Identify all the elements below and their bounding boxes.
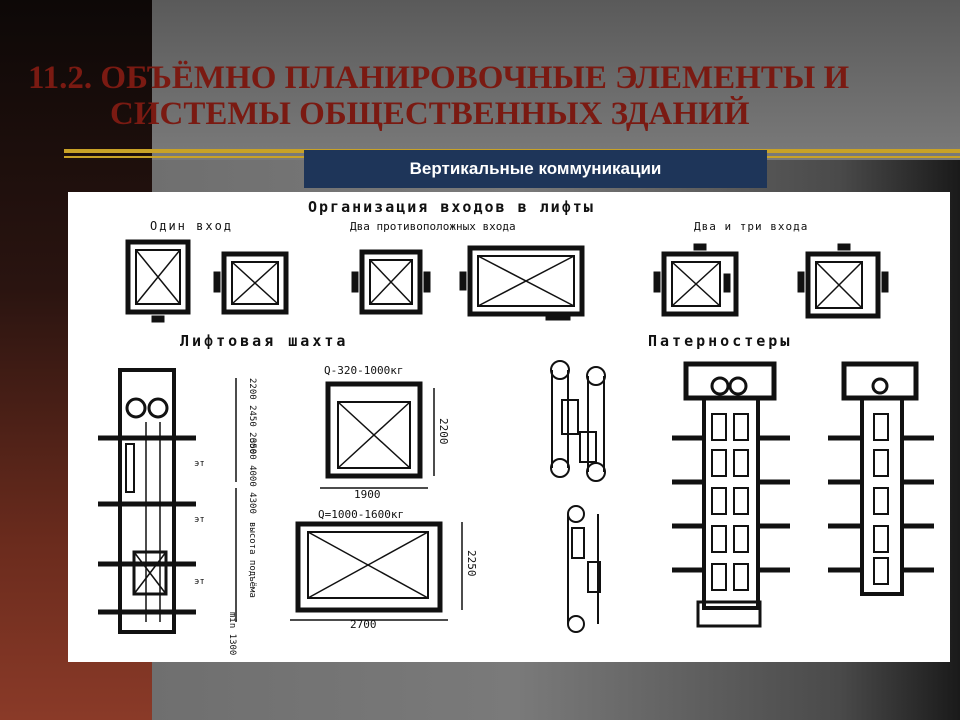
label-load-big: Q=1000-1600кг	[318, 508, 404, 521]
floor-mark-1: эт	[194, 459, 205, 469]
dim-2200: 2200	[437, 418, 450, 445]
dim-lift-height: высота подъёма	[247, 522, 257, 598]
dim-vertical-mid: 3500 4000 4300	[247, 438, 257, 514]
elevator-diagram: Организация входов в лифты Один вход Два…	[98, 198, 934, 655]
diagram-panel: Организация входов в лифты Один вход Два…	[68, 192, 950, 662]
dim-2250: 2250	[465, 550, 478, 577]
car-plan-big	[290, 521, 463, 621]
label-load-small: Q-320-1000кг	[324, 364, 403, 377]
paternoster-a	[672, 361, 790, 628]
label-shaft: Лифтовая шахта	[180, 332, 348, 350]
slide-title-line2: СИСТЕМЫ ОБЩЕСТВЕННЫХ ЗДАНИЙ	[110, 96, 750, 132]
paternoster-b	[828, 361, 934, 596]
plan-one-entry-b	[213, 251, 289, 315]
background-top	[152, 0, 960, 160]
shaft-section	[98, 368, 196, 634]
dim-min: min 1300	[227, 612, 237, 655]
heading-entries: Организация входов в лифты	[308, 198, 595, 216]
floor-mark-2: эт	[194, 515, 205, 525]
slide-title-line1: 11.2. ОБЪЁМНО ПЛАНИРОВОЧНЫЕ ЭЛЕМЕНТЫ И	[28, 60, 850, 96]
plan-one-entry-a	[125, 239, 191, 323]
dim-1900: 1900	[354, 488, 381, 501]
floor-mark-3: эт	[194, 577, 205, 587]
dim-vertical-top: 2200 2450 2600	[247, 378, 257, 454]
label-two-three: Два и три входа	[694, 220, 808, 233]
label-paternoster: Патерностеры	[648, 332, 792, 350]
plan-two-three-b	[797, 243, 889, 319]
paternoster-chain-a	[550, 360, 606, 482]
label-two-opposite: Два противоположных входа	[350, 220, 516, 233]
plan-two-opposite-a	[351, 249, 431, 315]
dim-2700: 2700	[350, 618, 377, 631]
plan-two-three-a	[653, 243, 739, 317]
label-one-entry: Один вход	[150, 219, 233, 233]
slide-title: 11.2. ОБЪЁМНО ПЛАНИРОВОЧНЫЕ ЭЛЕМЕНТЫ И С…	[28, 60, 960, 140]
subtitle-banner: Вертикальные коммуникации	[304, 150, 767, 188]
plan-two-opposite-b	[459, 245, 585, 321]
paternoster-chain-b	[567, 505, 601, 633]
car-plan-small	[320, 381, 435, 489]
